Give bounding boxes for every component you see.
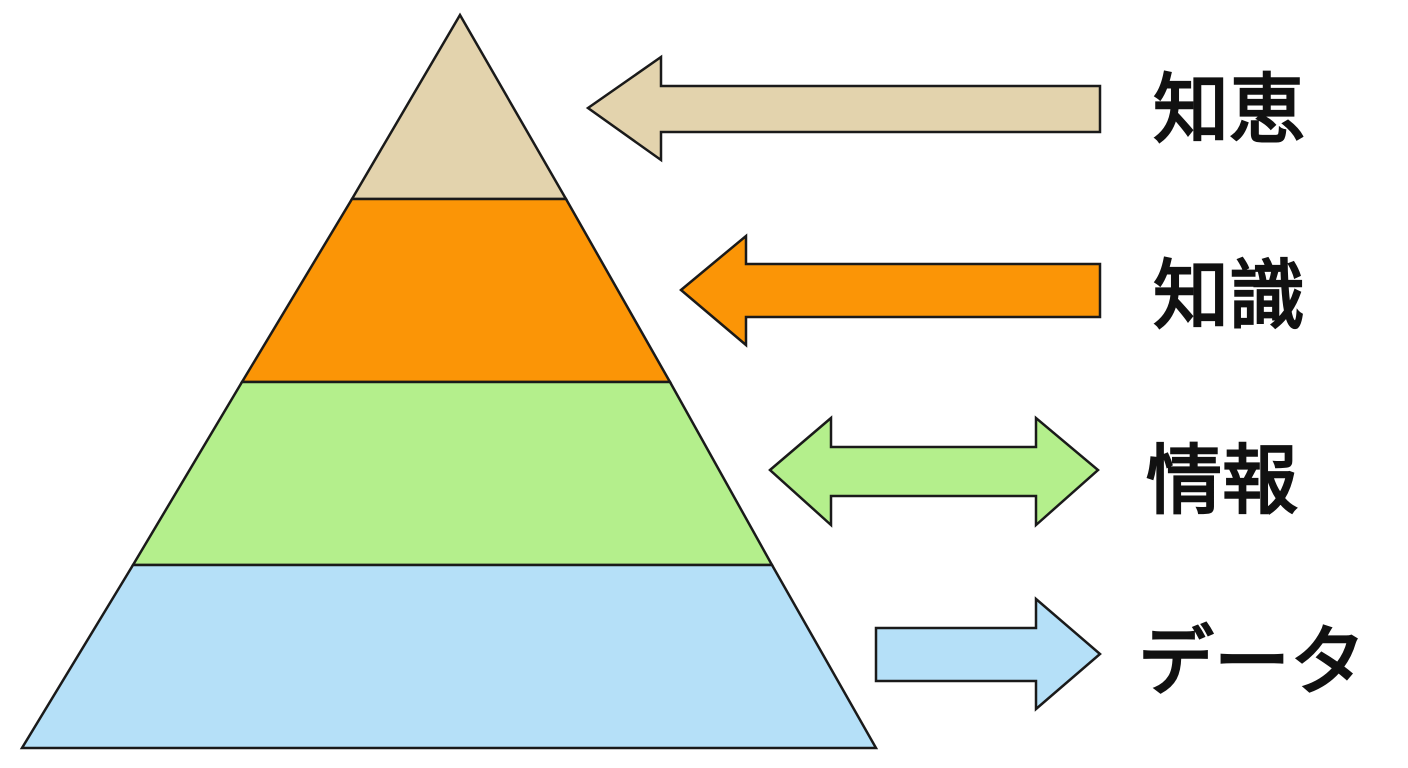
label-knowledge: 知識 <box>1153 251 1305 340</box>
pyramid-layer-wisdom <box>349 12 569 201</box>
arrow-left-wisdom <box>585 54 1102 163</box>
arrow-left-knowledge <box>679 233 1102 348</box>
pyramid-layer-data <box>19 563 879 750</box>
label-wisdom: 知恵 <box>1153 65 1305 154</box>
pyramid-layer-information <box>130 380 775 567</box>
label-information: 情報 <box>1146 436 1298 525</box>
pyramid-layer-knowledge <box>239 197 673 384</box>
arrow-double-information <box>768 415 1100 528</box>
label-data: データ <box>1138 617 1366 706</box>
arrow-right-data <box>874 596 1102 712</box>
